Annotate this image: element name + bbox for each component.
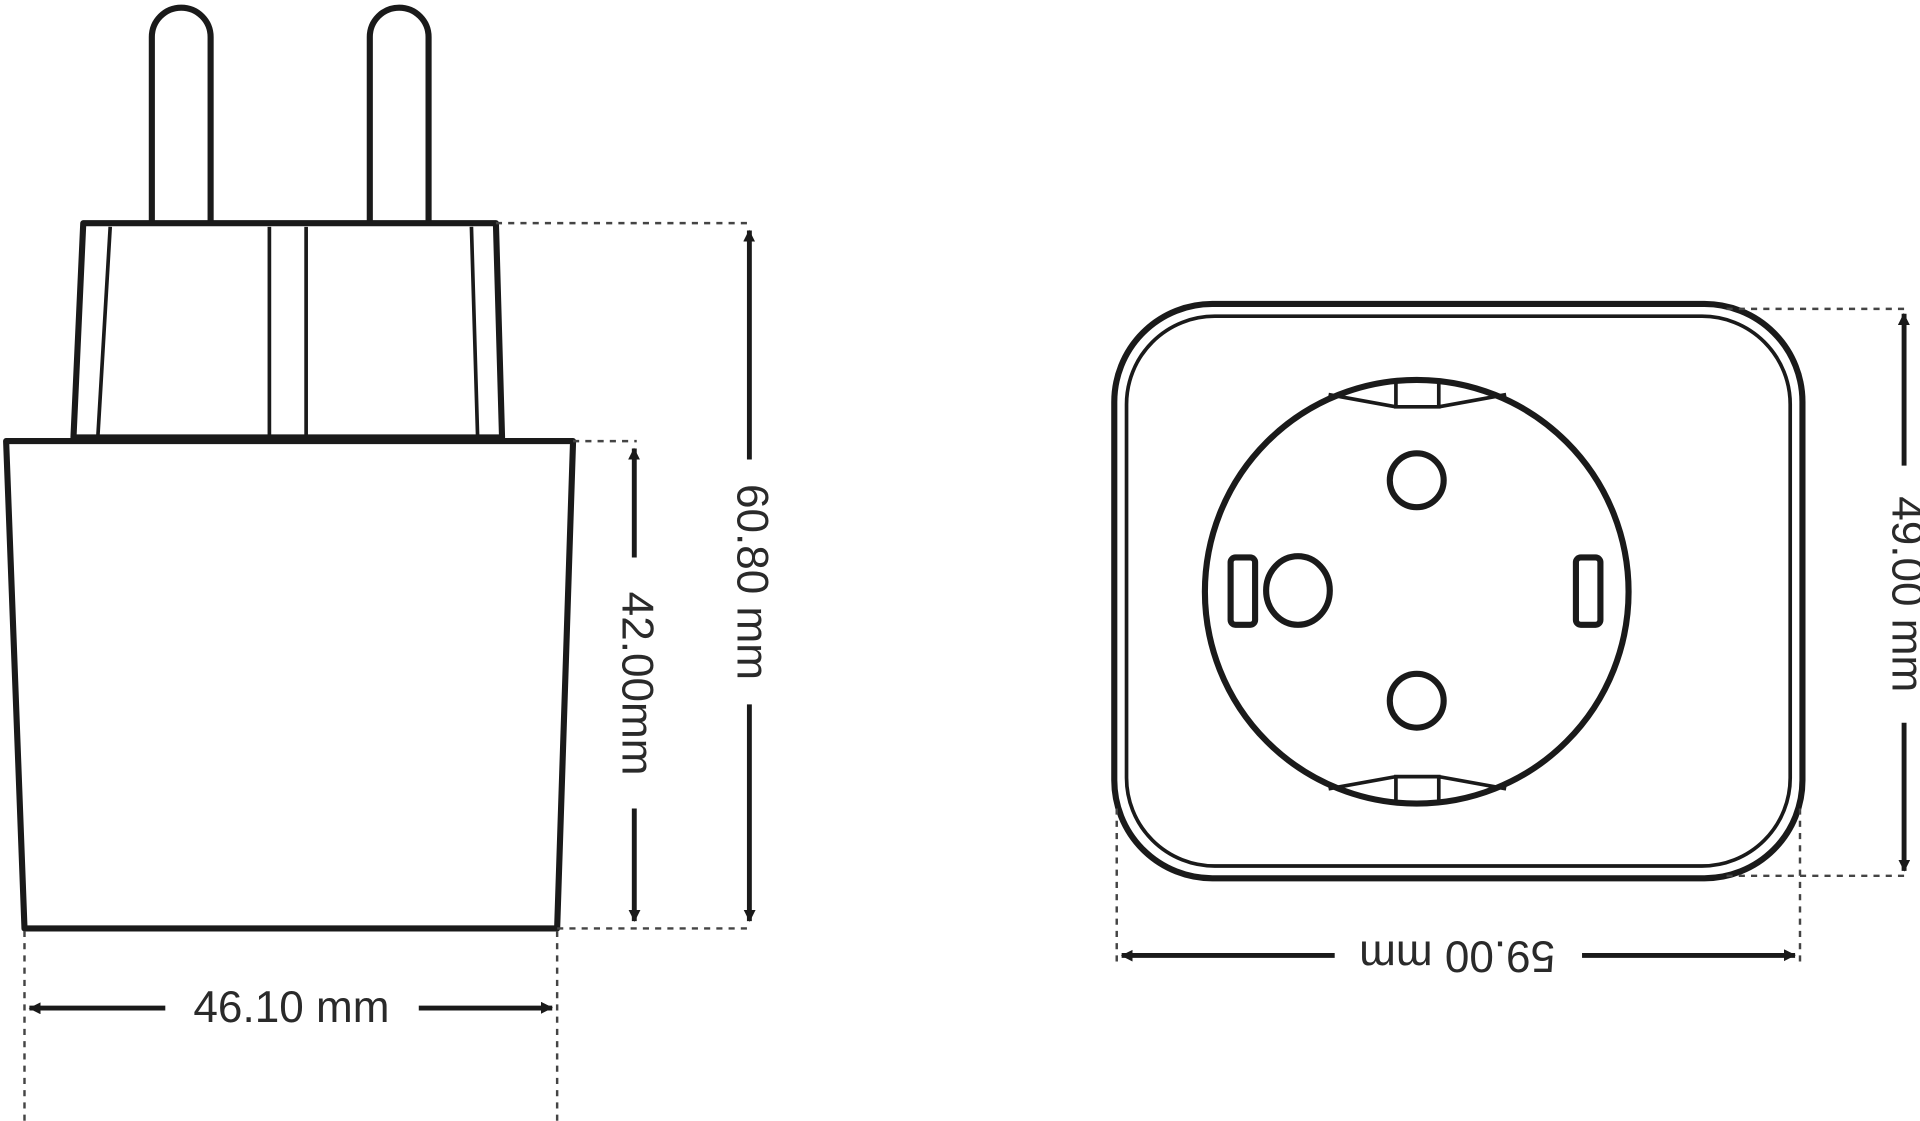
label-front-width: 59.00 mm xyxy=(1359,931,1555,980)
socket-frame-outer xyxy=(1111,300,1806,882)
label-body-height: 42.00mm xyxy=(613,592,662,776)
extension-lines-front xyxy=(1115,307,1911,962)
socket-notches xyxy=(1328,382,1507,802)
plug-head-details xyxy=(96,226,480,436)
socket-hole-top xyxy=(1386,450,1447,511)
socket-face xyxy=(1201,376,1632,807)
earth-clip-right xyxy=(1572,554,1604,628)
indicator-icon xyxy=(1263,553,1333,628)
socket-frame-inner xyxy=(1124,314,1793,868)
earth-clip-left xyxy=(1227,554,1259,628)
plug-pin-right xyxy=(366,4,432,224)
socket-hole-bottom xyxy=(1386,670,1447,731)
front-view: 49.00 mm 59.00 mm xyxy=(1111,300,1920,980)
plug-pin-left xyxy=(148,4,214,224)
label-width: 46.10 mm xyxy=(193,983,389,1032)
label-total-height: 60.80 mm xyxy=(728,484,777,680)
plug-head xyxy=(70,220,506,441)
side-view: 60.80 mm 42.00mm 46.10 mm xyxy=(3,4,777,1121)
plug-body xyxy=(3,438,577,932)
label-front-height: 49.00 mm xyxy=(1882,496,1920,692)
extension-lines xyxy=(23,221,754,1121)
